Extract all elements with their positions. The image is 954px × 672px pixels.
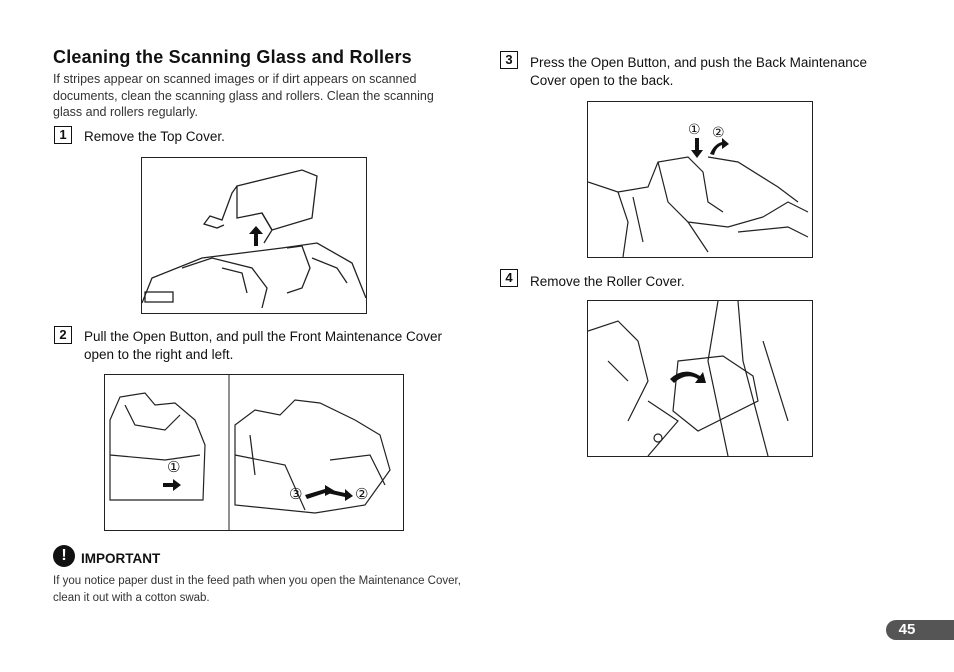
figure-open-front-cover: ① ③ ② [104,374,404,531]
up-arrow-icon [249,226,263,246]
step-3-number: 3 [500,51,518,69]
callout-2-right: ② [355,485,368,503]
page-number: 45 [898,621,916,638]
page-number-tab [886,620,954,640]
curved-arrow-icon [670,371,706,383]
curved-arrow-icon [710,138,729,155]
figure-remove-top-cover [141,157,367,314]
step-1-number: 1 [54,126,72,144]
roller-cover-illustration [588,301,789,456]
right-arrow-icon [327,489,353,501]
section-intro: If stripes appear on scanned images or i… [53,72,434,119]
section-title: Cleaning the Scanning Glass and Rollers [53,47,412,67]
step-1-text: Remove the Top Cover. [84,129,225,144]
step-3-text: Press the Open Button, and push the Back… [530,55,867,88]
figure-open-back-cover: ① ② [587,101,813,258]
step-2-number: 2 [54,326,72,344]
down-arrow-icon [691,138,703,158]
warning-icon: ! [53,545,75,567]
important-label: IMPORTANT [81,551,161,566]
step-4-number: 4 [500,269,518,287]
right-arrow-icon [305,485,335,499]
right-arrow-icon [163,479,181,491]
step-2-text: Pull the Open Button, and pull the Front… [84,329,442,362]
scanner-top-cover-illustration [142,169,366,309]
callout-2: ② [712,125,725,141]
step-4-text: Remove the Roller Cover. [530,274,685,289]
callout-3: ③ [289,485,302,503]
callout-1: ① [688,122,701,138]
scanner-back-cover-illustration: ① ② [588,122,809,257]
important-text: If you notice paper dust in the feed pat… [53,575,461,604]
figure-remove-roller-cover [587,300,813,457]
callout-1-left: ① [167,458,180,476]
scanner-front-cover-illustration: ① ③ ② [109,375,391,530]
